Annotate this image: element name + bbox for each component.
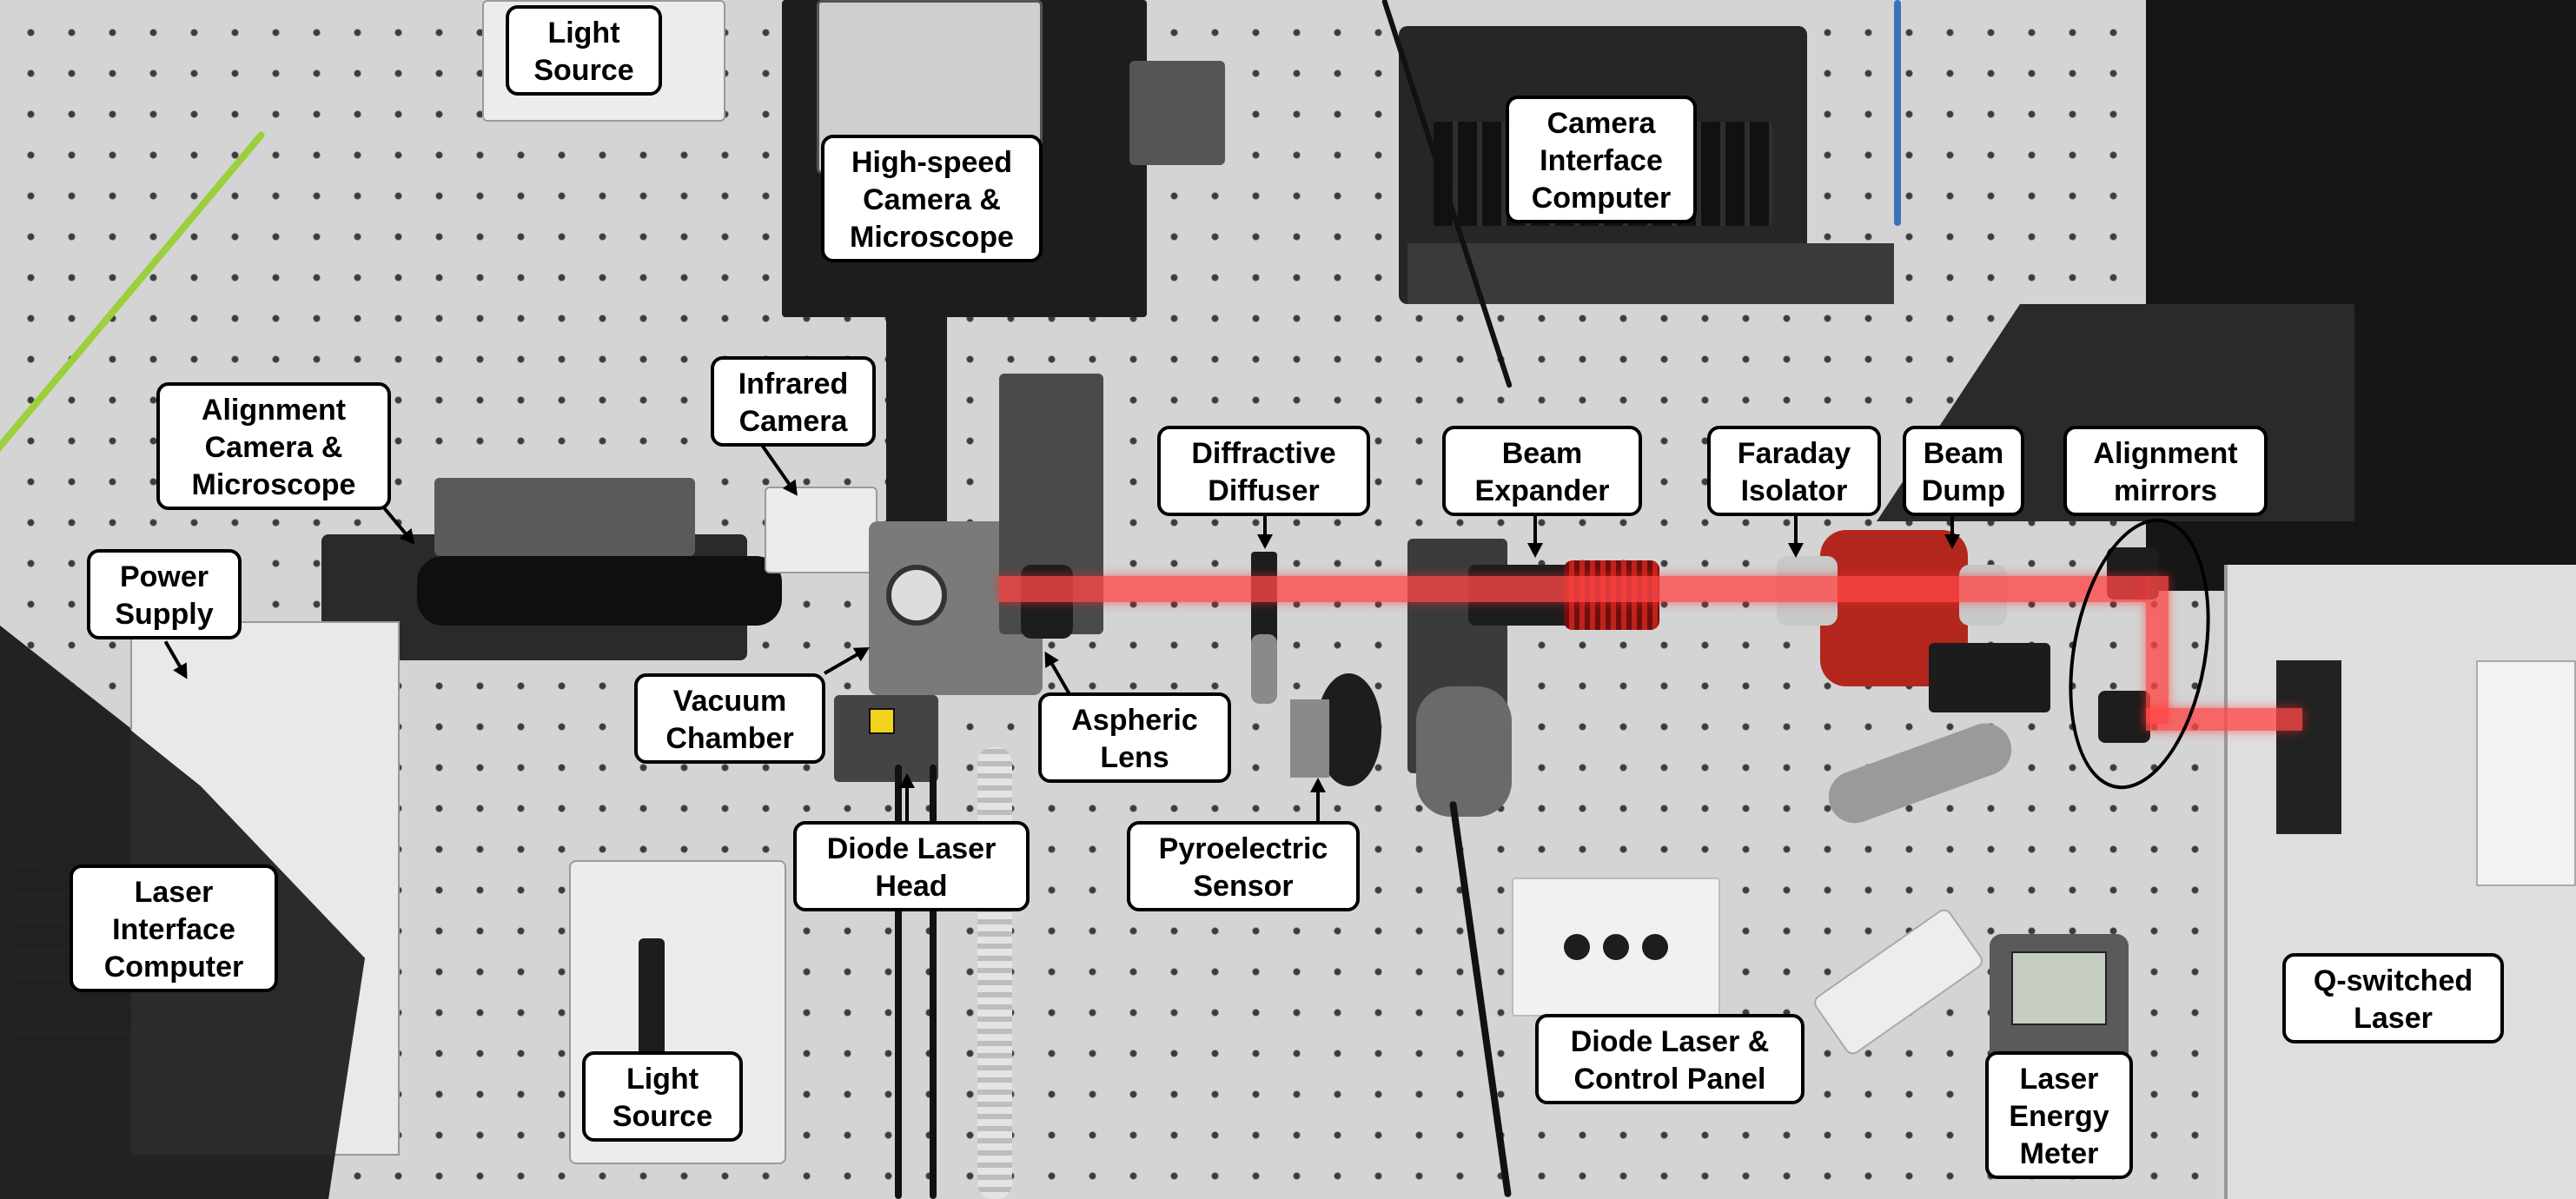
beam-dump-body xyxy=(1929,643,2050,712)
corrugated-tube xyxy=(977,747,1012,1199)
micrometer-stage xyxy=(1129,61,1225,165)
arrow-beam-dump xyxy=(1939,497,1965,549)
arrow-diffractive-diffuser xyxy=(1252,497,1278,549)
label-pyroelectric-sensor: Pyroelectric Sensor xyxy=(1127,821,1360,911)
label-diffractive-diffuser: Diffractive Diffuser xyxy=(1157,426,1370,516)
control-knob-1 xyxy=(1564,934,1590,960)
vacuum-chamber-window xyxy=(886,565,947,626)
label-laser-energy-meter: Laser Energy Meter xyxy=(1985,1051,2133,1179)
diode-laser-module xyxy=(1811,905,1986,1058)
translation-stage-left xyxy=(434,478,695,556)
laser-warning-sticker xyxy=(869,708,895,734)
alignment-mirror-lower xyxy=(2098,691,2150,743)
label-alignment-mirrors: Alignment mirrors xyxy=(2063,426,2268,516)
beam-to-laser xyxy=(2146,708,2302,731)
alignment-camera-lens xyxy=(417,556,782,626)
black-cable-1 xyxy=(895,765,902,1199)
laser-aperture-block xyxy=(2276,660,2341,834)
label-diode-laser-control-panel: Diode Laser & Control Panel xyxy=(1535,1014,1805,1104)
beam-main xyxy=(999,576,2146,602)
diffuser-post xyxy=(1251,634,1277,704)
label-q-switched-laser: Q-switched Laser xyxy=(2282,953,2504,1043)
label-camera-interface-computer: Camera Interface Computer xyxy=(1506,96,1697,223)
infrared-camera-body xyxy=(765,487,877,573)
laptop-screen-back xyxy=(1407,243,1894,304)
label-power-supply: Power Supply xyxy=(87,549,242,639)
beam-vertical xyxy=(2146,576,2169,724)
arrow-diode-laser-head xyxy=(894,773,920,825)
label-beam-dump: Beam Dump xyxy=(1903,426,2024,516)
pyroelectric-sensor-post xyxy=(1290,699,1329,778)
label-high-speed-camera: High-speed Camera & Microscope xyxy=(821,135,1043,262)
label-aspheric-lens: Aspheric Lens xyxy=(1038,692,1231,783)
black-cable-3 xyxy=(1449,800,1512,1198)
arrow-vacuum-chamber xyxy=(818,636,877,685)
black-cable-2 xyxy=(930,765,937,1199)
label-faraday-isolator: Faraday Isolator xyxy=(1707,426,1881,516)
label-light-source-bottom: Light Source xyxy=(582,1051,743,1142)
beam-expander-post xyxy=(1416,686,1512,817)
arrow-pyroelectric-sensor xyxy=(1305,778,1331,825)
blue-cable xyxy=(1894,0,1901,226)
arrow-faraday-isolator xyxy=(1783,497,1809,558)
label-light-source-top: Light Source xyxy=(506,5,662,96)
control-knob-3 xyxy=(1642,934,1668,960)
faraday-support-arm xyxy=(1821,716,2019,831)
label-vacuum-chamber: Vacuum Chamber xyxy=(634,673,825,764)
label-diode-laser-head: Diode Laser Head xyxy=(793,821,1030,911)
laser-side-panel xyxy=(2476,660,2576,886)
label-laser-interface-computer: Laser Interface Computer xyxy=(70,864,278,992)
control-knob-2 xyxy=(1603,934,1629,960)
arrow-beam-expander xyxy=(1522,497,1548,558)
label-infrared-camera: Infrared Camera xyxy=(711,356,876,447)
label-alignment-camera: Alignment Camera & Microscope xyxy=(156,382,391,510)
laser-energy-meter-screen xyxy=(2011,951,2107,1025)
label-beam-expander: Beam Expander xyxy=(1442,426,1642,516)
